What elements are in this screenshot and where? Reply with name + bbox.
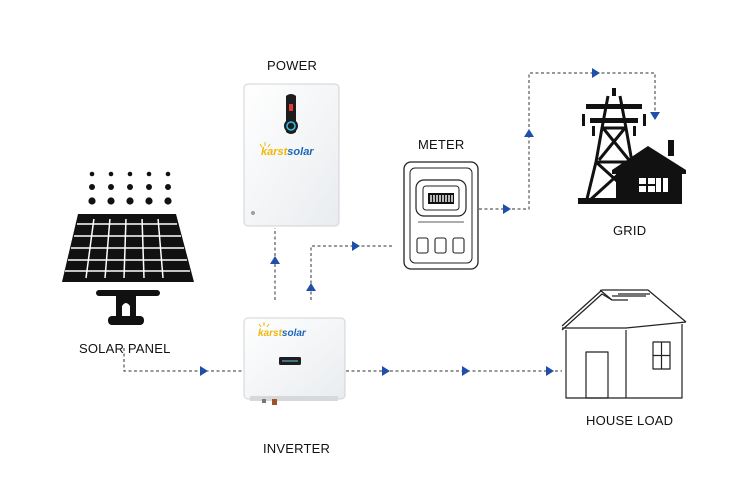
- arrow-icon: [503, 204, 511, 214]
- meter-label: METER: [418, 137, 465, 152]
- connection-lines: [123, 72, 656, 372]
- inverter-label: INVERTER: [263, 441, 331, 456]
- flow-arrows: [200, 68, 660, 376]
- solar-panel-icon: [62, 171, 194, 325]
- meter-unit: [403, 161, 479, 270]
- power-label: POWER: [267, 58, 318, 73]
- arrow-icon: [352, 241, 360, 251]
- arrow-icon: [650, 112, 660, 120]
- arrow-icon: [306, 283, 316, 291]
- inverter-brand-logo: karstsolar: [258, 328, 307, 339]
- house-load-label: HOUSE LOAD: [586, 413, 674, 428]
- arrow-icon: [462, 366, 470, 376]
- solar-panel-label: SOLAR PANEL: [79, 341, 171, 356]
- sun-rays-icon: [88, 171, 172, 205]
- arrow-icon: [546, 366, 554, 376]
- inverter-unit: karstsolar: [243, 317, 346, 405]
- power-battery-unit: karstsolar: [243, 83, 340, 227]
- arrow-icon: [200, 366, 208, 376]
- power-brand-logo: karstsolar: [261, 146, 314, 158]
- line-solar-to-inverter: [123, 348, 244, 372]
- arrow-icon: [270, 256, 280, 264]
- arrow-icon: [382, 366, 390, 376]
- sun-logo-icon: [258, 322, 270, 328]
- arrow-icon: [524, 129, 534, 137]
- house-load-icon: [561, 289, 687, 399]
- arrow-icon: [592, 68, 600, 78]
- grid-tower-icon: [578, 88, 686, 204]
- line-meter-to-grid: [479, 72, 656, 210]
- sun-logo-icon: [259, 142, 271, 148]
- line-inverter-to-meter: [310, 245, 394, 300]
- grid-label: GRID: [613, 223, 647, 238]
